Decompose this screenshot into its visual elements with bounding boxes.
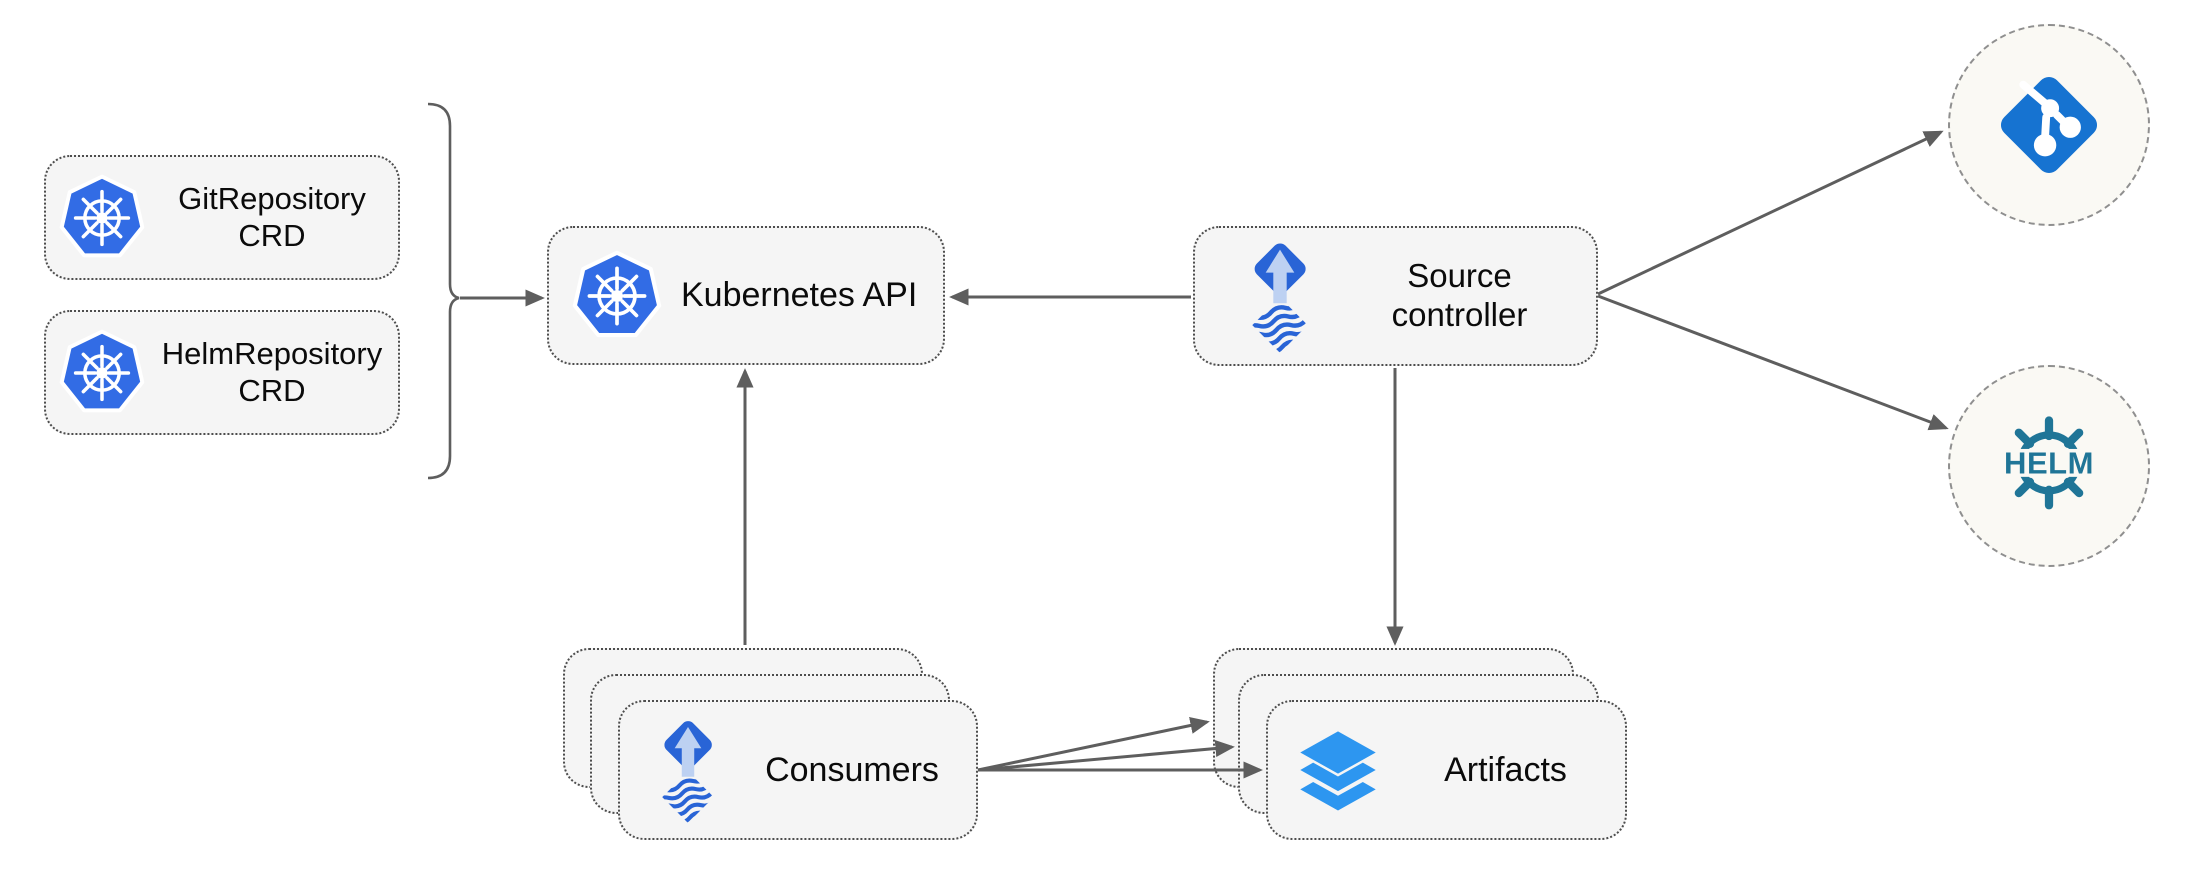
flux-source-icon [648, 718, 728, 823]
node-git-repository-crd: GitRepository CRD [44, 155, 400, 280]
helm-repository-crd-label: HelmRepository CRD [161, 335, 383, 408]
node-consumers: Consumers [618, 700, 978, 840]
kubernetes-api-label: Kubernetes API [681, 276, 918, 315]
artifacts-label: Artifacts [1444, 750, 1567, 789]
node-artifacts-stack: Artifacts [1213, 648, 1629, 841]
kubernetes-icon [571, 250, 663, 342]
consumers-label: Consumers [765, 750, 939, 789]
edge-consumers-to-artifacts-1 [977, 717, 1210, 772]
crd-grouping-bracket [427, 102, 460, 480]
source-controller-label: Source controller [1391, 257, 1528, 333]
layers-icon [1290, 724, 1386, 816]
kubernetes-icon [58, 329, 146, 417]
node-artifacts: Artifacts [1266, 700, 1627, 840]
node-consumers-stack: Consumers [563, 648, 979, 841]
edge-consumers-to-artifacts-2 [977, 739, 1235, 772]
git-icon [1993, 69, 2105, 181]
node-git-registry [1948, 24, 2150, 226]
node-source-controller: Source controller [1193, 226, 1598, 366]
helm-icon [1987, 409, 2111, 523]
flux-source-icon [1237, 240, 1323, 353]
edge-source-controller-to-git [1597, 130, 1944, 296]
kubernetes-icon [58, 174, 146, 262]
git-repository-crd-label: GitRepository CRD [178, 180, 366, 253]
node-kubernetes-api: Kubernetes API [547, 226, 945, 365]
node-helm-repository-crd: HelmRepository CRD [44, 310, 400, 435]
edge-source-controller-to-helm [1597, 294, 1949, 431]
node-helm-registry [1948, 365, 2150, 567]
